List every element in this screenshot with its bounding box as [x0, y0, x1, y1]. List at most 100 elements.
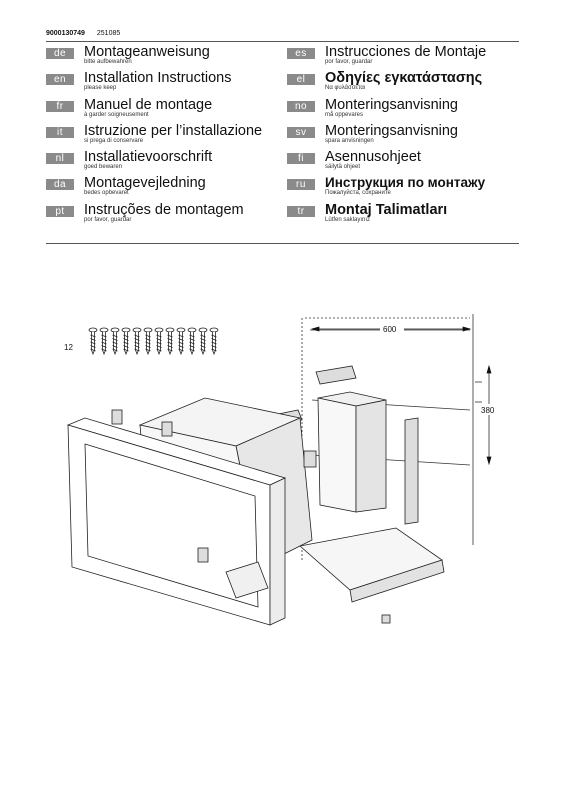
language-title: Instruções de montagem — [84, 201, 244, 218]
base-plate — [225, 527, 445, 603]
language-subtitle: por favor, guardar — [325, 59, 373, 65]
language-code-badge: nl — [46, 153, 74, 165]
language-code-badge: tr — [287, 205, 315, 217]
language-code-badge: sv — [287, 126, 315, 138]
screw-thread-icon — [156, 338, 162, 341]
screw-thread-icon — [90, 341, 96, 345]
language-title: Montaj Talimatları — [325, 201, 448, 218]
language-code-badge: fr — [46, 100, 74, 112]
screw-thread-icon — [211, 345, 217, 348]
language-code-badge: de — [46, 48, 74, 59]
screw-thread-icon — [200, 338, 206, 341]
language-code-badge: no — [287, 100, 315, 112]
screw-thread-icon — [167, 348, 173, 352]
screw-thread-icon — [123, 334, 129, 338]
bottom-divider — [46, 243, 519, 244]
date-code: 251085 — [96, 30, 121, 37]
screw-thread-icon — [134, 345, 140, 348]
language-subtitle: please keep — [84, 85, 117, 92]
language-subtitle: bedes opbevaret — [84, 190, 129, 197]
screw-thread-icon — [167, 341, 173, 345]
screw-thread-icon — [178, 338, 184, 341]
screw-thread-icon — [189, 334, 195, 338]
language-code-badge: da — [46, 179, 74, 191]
language-title: Instrucciones de Montaje — [325, 44, 487, 60]
language-title: Asennusohjeet — [325, 149, 421, 166]
screw-thread-icon — [145, 334, 151, 338]
screw-thread-icon — [200, 341, 206, 345]
screw-thread-icon — [211, 348, 217, 352]
screw-thread-icon — [90, 345, 96, 348]
screw-thread-icon — [200, 348, 206, 352]
language-code-badge: es — [287, 48, 315, 59]
screw-head-icon — [187, 327, 197, 333]
screw-thread-icon — [167, 345, 173, 348]
screw-head-icon — [143, 327, 153, 333]
language-subtitle: goed bewaren — [84, 164, 123, 171]
screw-thread-icon — [200, 334, 206, 338]
height-label-bg — [481, 404, 497, 415]
language-title: Manuel de montage — [84, 96, 213, 113]
front-frame — [66, 417, 287, 626]
language-title: Montageanweisung — [84, 44, 210, 60]
screw-thread-icon — [90, 348, 96, 352]
screw-thread-icon — [178, 334, 184, 338]
language-title: Installation Instructions — [84, 70, 232, 87]
screw-thread-icon — [90, 334, 96, 338]
language-title: Monteringsanvisning — [325, 122, 458, 139]
screw-thread-icon — [123, 341, 129, 345]
screw-thread-icon — [156, 334, 162, 338]
screw-thread-icon — [200, 345, 206, 348]
screw-thread-icon — [145, 345, 151, 348]
language-subtitle: må oppevares — [325, 111, 364, 118]
screw-thread-icon — [211, 334, 217, 338]
screw-set-icon — [88, 327, 219, 356]
screw-head-icon — [209, 327, 219, 333]
screw-head-icon — [88, 327, 98, 333]
screw-thread-icon — [134, 348, 140, 352]
language-title: Istruzione per l’installazione — [84, 122, 263, 139]
screw-thread-icon — [167, 334, 173, 338]
language-code-badge: ru — [287, 179, 315, 191]
language-code-badge: pt — [46, 205, 74, 217]
screw-thread-icon — [178, 345, 184, 348]
screw-thread-icon — [123, 338, 129, 341]
document-number-line: 9000130749 251085 — [46, 30, 120, 37]
screw-thread-icon — [189, 348, 195, 352]
language-code-badge: it — [46, 126, 74, 138]
screw-thread-icon — [134, 338, 140, 341]
screw-thread-icon — [145, 338, 151, 341]
dimension-height-label: 380 — [481, 406, 495, 415]
screw-head-icon — [154, 327, 164, 333]
niche-box — [317, 391, 387, 513]
screw-head-icon — [198, 327, 208, 333]
screw-thread-icon — [101, 338, 107, 341]
language-code-badge: fi — [287, 153, 315, 165]
screw-thread-icon — [167, 338, 173, 341]
screw-thread-icon — [189, 338, 195, 341]
language-title: Monteringsanvisning — [325, 96, 458, 113]
screw-thread-icon — [134, 341, 140, 345]
screw-thread-icon — [112, 341, 118, 345]
screw-thread-icon — [90, 338, 96, 341]
language-title: Οδηγίες εγκατάστασης — [325, 70, 483, 87]
screw-count-label: 12 — [64, 343, 73, 352]
language-title: Montagevejledning — [84, 175, 206, 192]
language-subtitle: à garder soigneusement — [84, 111, 149, 118]
language-subtitle: spara anvisningen — [325, 137, 374, 144]
width-label-bg — [380, 323, 404, 333]
screw-head-icon — [121, 327, 131, 333]
screw-head-icon — [132, 327, 142, 333]
top-divider — [46, 41, 519, 42]
screw-thread-icon — [145, 348, 151, 352]
screw-thread-icon — [156, 348, 162, 352]
language-code-badge: en — [46, 74, 74, 86]
screw-thread-icon — [145, 341, 151, 345]
language-subtitle: Lütfen saklayınız — [325, 216, 371, 223]
document-number: 9000130749 — [46, 30, 85, 37]
language-title: Installatievoorschrift — [84, 149, 213, 166]
screw-thread-icon — [211, 338, 217, 341]
screw-head-icon — [165, 327, 175, 333]
screw-head-icon — [110, 327, 120, 333]
